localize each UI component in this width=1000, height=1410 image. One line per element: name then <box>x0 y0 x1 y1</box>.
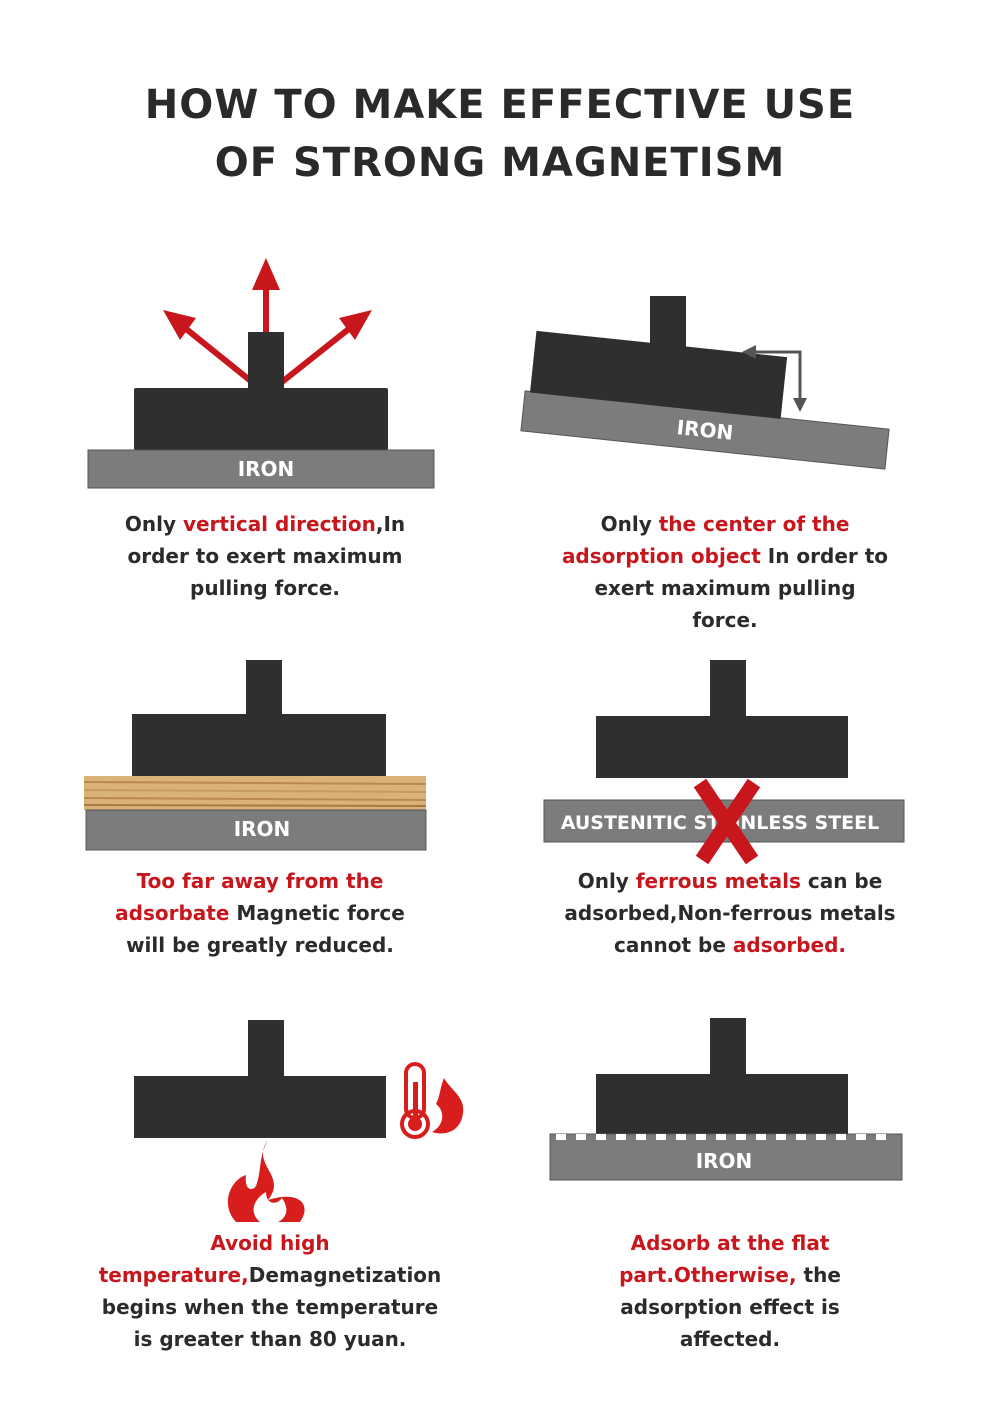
cross-icon <box>693 778 761 865</box>
caption-vertical: Only vertical direction,In order to exer… <box>110 508 420 604</box>
caption-part: the adsorption effect is affected. <box>620 1263 841 1351</box>
iron-plate <box>85 809 427 851</box>
shift-arrow-icon <box>742 345 807 412</box>
iron-plate <box>549 1133 903 1181</box>
caption-part: Only <box>577 869 636 893</box>
plate-label: IRON <box>676 415 735 445</box>
caption-highlight: vertical direction <box>182 512 376 536</box>
caption-highlight: Too far away from the adsorbate <box>115 869 384 925</box>
caption-temperature: Avoid high temperature,Demagnetization b… <box>95 1227 445 1355</box>
page-title: HOW TO MAKE EFFECTIVE USE OF STRONG MAGN… <box>0 76 1000 192</box>
caption-flat-part: Adsorb at the flat part.Otherwise, the a… <box>570 1227 890 1355</box>
wood-layer-icon <box>83 776 427 810</box>
magnet-stem <box>248 1020 284 1080</box>
plate-label: IRON <box>696 1149 753 1173</box>
plate-label: IRON <box>238 457 295 481</box>
magnet-stem <box>248 332 284 390</box>
caption-part: Magnetic force will be greatly reduced. <box>126 901 405 957</box>
magnet-body <box>596 1074 848 1136</box>
title-line-2: OF STRONG MAGNETISM <box>214 140 786 186</box>
caption-highlight: adsorbed. <box>732 933 847 957</box>
magnet-body <box>132 714 386 776</box>
uneven-surface-icon <box>549 1133 903 1181</box>
flame-thermometer-icon <box>400 1062 464 1139</box>
flame-icon <box>227 1140 305 1222</box>
iron-plate <box>87 449 435 489</box>
caption-part: can be adsorbed,Non-ferrous metals canno… <box>564 869 896 957</box>
caption-highlight: Adsorb at the flat part.Otherwise, <box>619 1231 830 1287</box>
caption-ferrous: Only ferrous metals can be adsorbed,Non-… <box>560 865 900 961</box>
magnet-body <box>134 388 388 450</box>
magnet-stem <box>710 660 746 720</box>
caption-distance: Too far away from the adsorbate Magnetic… <box>105 865 415 961</box>
caption-part: In order to exert maximum pulling force. <box>594 544 889 632</box>
magnet-body <box>134 1076 386 1138</box>
magnet-stem <box>246 660 282 720</box>
caption-highlight: ferrous metals <box>635 869 801 893</box>
title-line-1: HOW TO MAKE EFFECTIVE USE <box>144 82 856 128</box>
caption-highlight: the center of the adsorption object <box>561 512 850 568</box>
caption-part: Demagnetization begins when the temperat… <box>101 1263 442 1351</box>
caption-part: Only <box>600 512 659 536</box>
magnet-stem <box>710 1018 746 1078</box>
magnet-stem <box>650 296 686 356</box>
caption-part: ,In order to exert maximum pulling force… <box>127 512 406 600</box>
magnet-body <box>529 330 788 419</box>
magnet-body <box>596 716 848 778</box>
caption-center: Only the center of the adsorption object… <box>560 508 890 636</box>
caption-highlight: Avoid high temperature, <box>98 1231 330 1287</box>
caption-part: Only <box>124 512 183 536</box>
plate-label: IRON <box>234 817 291 841</box>
